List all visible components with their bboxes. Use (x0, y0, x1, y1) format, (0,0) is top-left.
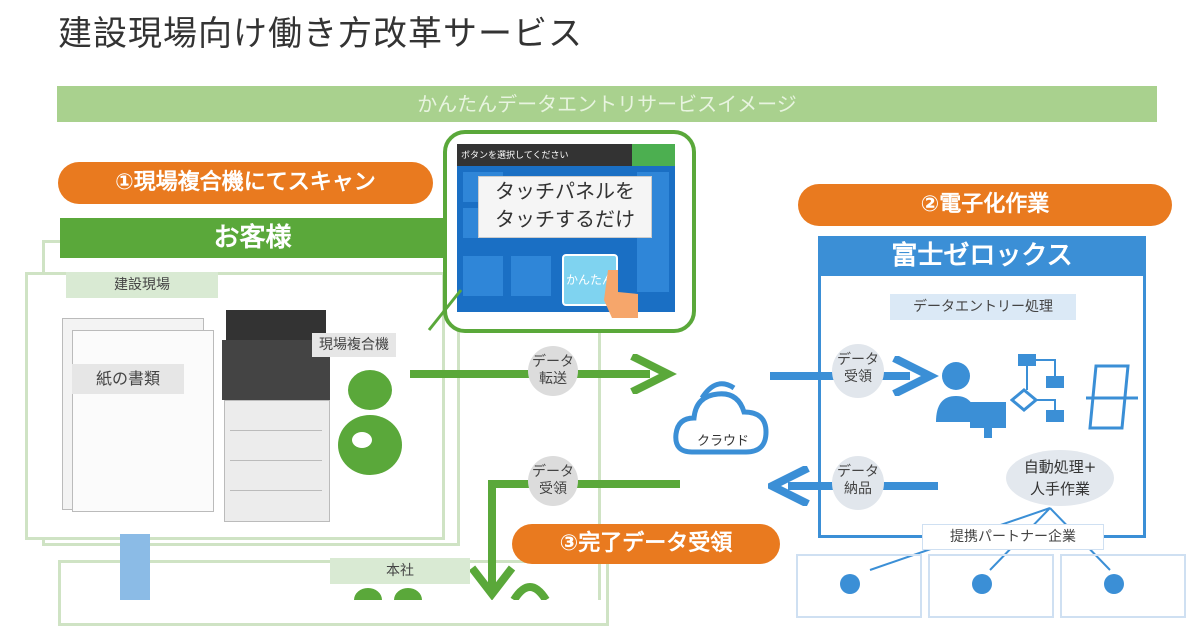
fuji-xerox-header: 富士ゼロックス (818, 236, 1146, 276)
step2-pill: ②電子化作業 (798, 184, 1172, 226)
hq-person-icon-2 (510, 583, 550, 600)
flowchart-icon (1010, 354, 1064, 422)
fuji-receive-line2: 受領 (844, 369, 872, 385)
fuji-receive-bubble: データ 受領 (832, 344, 884, 398)
partner-person-icon (1104, 574, 1124, 594)
paper-document-illustration-front (72, 330, 214, 512)
touch-panel-line2: タッチするだけ (495, 207, 635, 231)
transfer-line2: 転送 (539, 371, 567, 387)
cloud-icon (673, 381, 769, 455)
blue-connector (120, 534, 150, 600)
deliver-line1: データ (837, 464, 879, 480)
touch-panel-line1: タッチパネルを (495, 179, 635, 203)
entry-process-label: データエントリー処理 (890, 294, 1076, 320)
receive-line2: 受領 (539, 481, 567, 497)
auto-process-line1: 自動処理+ (1023, 458, 1097, 476)
cloud-label: クラウド (696, 434, 749, 449)
deliver-line2: 納品 (844, 481, 872, 497)
auto-process-line2: 人手作業 (1029, 480, 1090, 498)
operator-pc-icon (936, 362, 1006, 438)
finger-pointer-icon (604, 270, 638, 318)
document-scan-icon (1086, 364, 1138, 430)
mfp-label: 現場複合機 (312, 333, 396, 357)
callout-pointer (427, 289, 463, 331)
transfer-line1: データ (532, 354, 574, 370)
page-title: 建設現場向け働き方改革サービス (58, 14, 583, 54)
partner-person-icon (840, 574, 860, 594)
service-banner: かんたんデータエントリサービスイメージ (57, 86, 1157, 122)
paper-docs-label: 紙の書類 (72, 364, 184, 394)
transfer-bubble: データ 転送 (528, 346, 578, 396)
hq-person-icon (354, 588, 422, 600)
fuji-receive-line1: データ (837, 352, 879, 368)
partners-label: 提携パートナー企業 (922, 524, 1104, 550)
partner-person-icon (972, 574, 992, 594)
step1-pill: ①現場複合機にてスキャン (58, 162, 433, 204)
hand-touch-icon (338, 370, 402, 475)
step3-pill: ③完了データ受領 (512, 524, 780, 564)
receive-line1: データ (532, 464, 574, 480)
receive-bubble: データ 受領 (528, 456, 578, 506)
site-label: 建設現場 (66, 272, 218, 298)
arrow-receive-to-hq (470, 480, 680, 600)
deliver-bubble: データ 納品 (832, 456, 884, 510)
touch-panel-callout: タッチパネルを タッチするだけ (478, 176, 652, 238)
auto-process-bubble: 自動処理+ 人手作業 (1006, 450, 1114, 506)
customer-header: お客様 (60, 218, 445, 258)
hq-label: 本社 (330, 558, 470, 584)
touch-panel-header: ボタンを選択してください (461, 151, 569, 161)
